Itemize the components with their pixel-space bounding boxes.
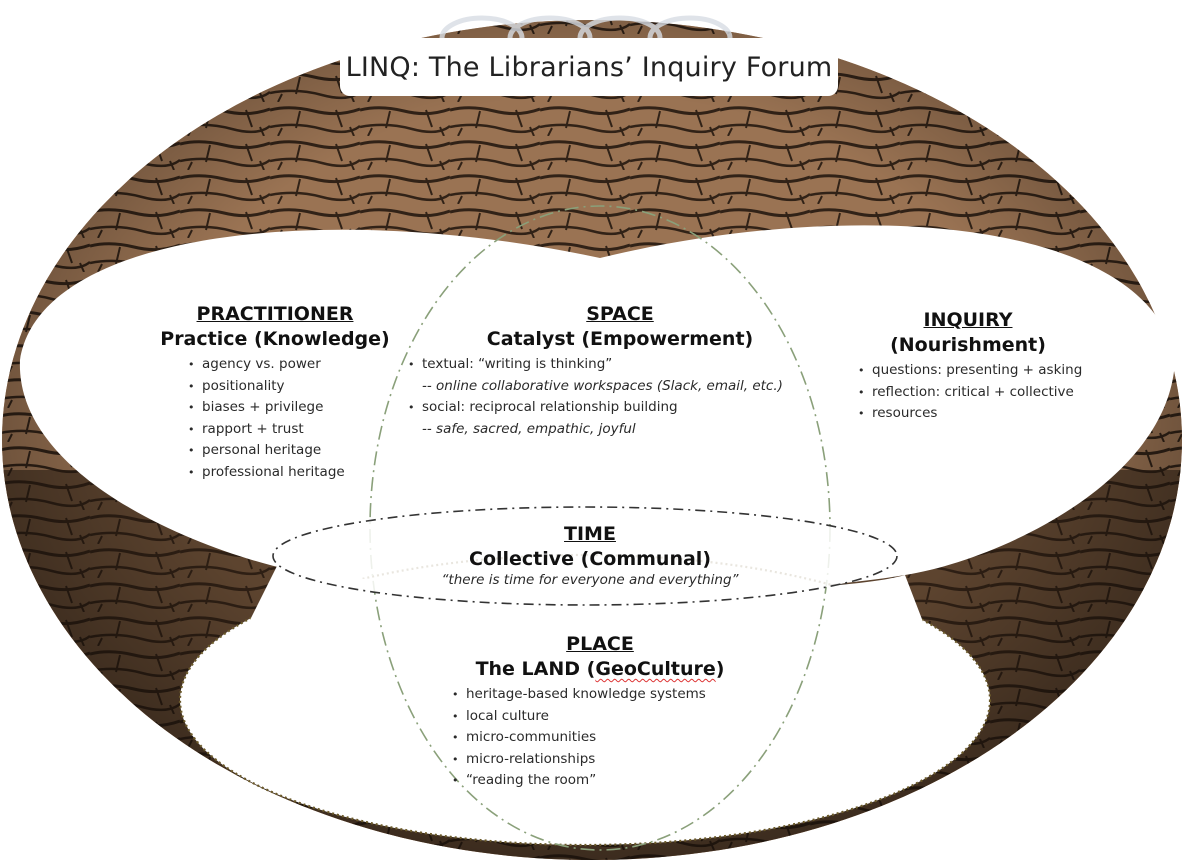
- inquiry-list: questions: presenting + asking reflectio…: [856, 360, 1082, 425]
- inquiry-section: INQUIRY (Nourishment) questions: present…: [856, 308, 1082, 425]
- inquiry-subheading: (Nourishment): [890, 334, 1046, 356]
- time-subheading: Collective (Communal): [469, 548, 711, 570]
- time-quote: “there is time for everyone and everythi…: [441, 572, 739, 588]
- practitioner-heading: PRACTITIONER: [196, 303, 354, 325]
- list-item: professional heritage: [186, 462, 390, 484]
- place-subheading-prefix: The LAND (: [475, 658, 596, 680]
- time-heading: TIME: [564, 523, 616, 545]
- list-item: questions: presenting + asking: [856, 360, 1082, 382]
- practitioner-subheading: Practice (Knowledge): [160, 328, 390, 350]
- practitioner-section: PRACTITIONER Practice (Knowledge) agency…: [160, 302, 390, 483]
- list-item: agency vs. power: [186, 354, 390, 376]
- list-item: local culture: [450, 706, 760, 728]
- list-item: positionality: [186, 376, 390, 398]
- place-subheading-spellcheck-word: GeoCulture: [595, 658, 716, 680]
- place-heading: PLACE: [566, 633, 634, 655]
- list-item: micro-relationships: [450, 749, 760, 771]
- space-subheading: Catalyst (Empowerment): [486, 328, 754, 350]
- place-subheading: The LAND (GeoCulture): [440, 656, 760, 682]
- place-list: heritage-based knowledge systems local c…: [450, 684, 760, 792]
- space-heading: SPACE: [586, 303, 654, 325]
- list-item: reflection: critical + collective: [856, 382, 1078, 404]
- list-item-note: -- safe, sacred, empathic, joyful: [422, 420, 636, 437]
- space-list: textual: “writing is thinking” -- online…: [406, 354, 840, 440]
- time-ellipse: [273, 507, 897, 605]
- inquiry-heading: INQUIRY: [923, 309, 1013, 331]
- list-item: micro-communities: [450, 727, 760, 749]
- place-subheading-suffix: ): [715, 658, 725, 680]
- list-item-note: -- online collaborative workspaces (Slac…: [422, 377, 783, 394]
- space-section: SPACE Catalyst (Empowerment) textual: “w…: [400, 302, 840, 440]
- time-section: TIME Collective (Communal) “there is tim…: [390, 522, 790, 588]
- practitioner-list: agency vs. power positionality biases + …: [186, 354, 390, 483]
- list-item: “reading the room”: [450, 770, 760, 792]
- list-item: textual: “writing is thinking”: [406, 354, 840, 376]
- list-item: heritage-based knowledge systems: [450, 684, 760, 706]
- list-item: biases + privilege: [186, 397, 390, 419]
- list-item: personal heritage: [186, 440, 390, 462]
- list-item: social: reciprocal relationship building: [406, 397, 840, 419]
- list-item: resources: [856, 403, 1078, 425]
- list-item: rapport + trust: [186, 419, 390, 441]
- place-section: PLACE The LAND (GeoCulture) heritage-bas…: [440, 632, 760, 792]
- diagram-title: LINQ: The Librarians’ Inquiry Forum: [340, 38, 838, 96]
